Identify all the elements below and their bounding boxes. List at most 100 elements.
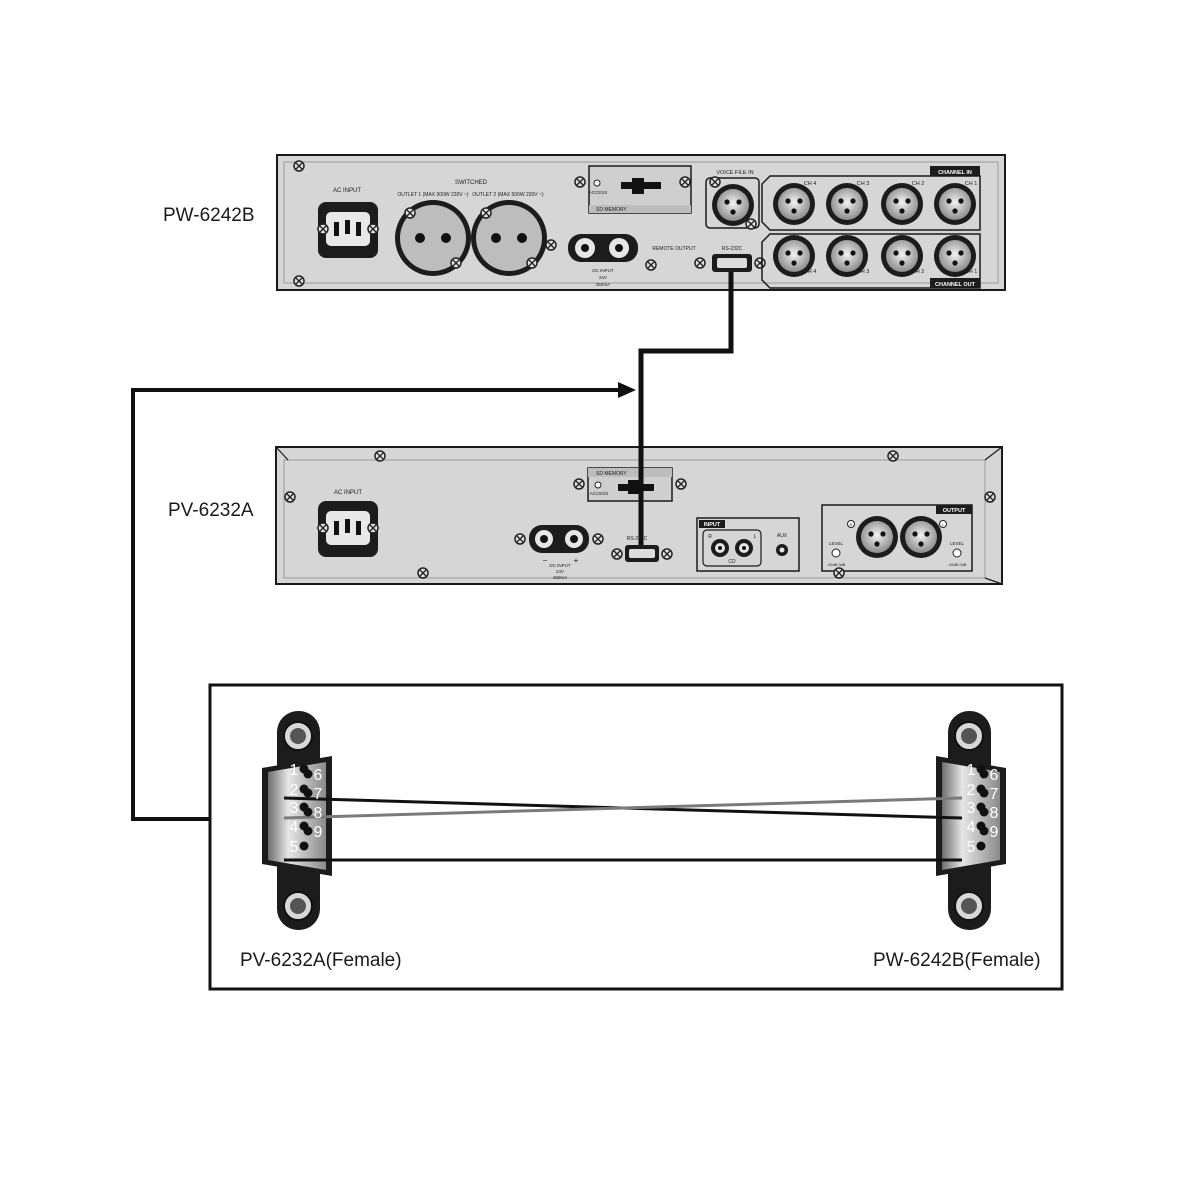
- pw-channel-in-label: CH 2: [912, 181, 925, 187]
- pw6242b-panel: AC INPUT SWITCHED OUTLET 1 (MAX 500W 220…: [276, 154, 1006, 291]
- pw-ac-input-label: AC INPUT: [333, 188, 361, 194]
- pv-input-aux-label: AUX: [777, 533, 788, 539]
- pw-dc-current-label: 350mA: [596, 282, 610, 287]
- pv-input-l-label: L: [754, 534, 757, 540]
- db9-pin: [303, 788, 313, 798]
- pw-outlet2-label: OUTLET 2 (MAX 500W 220V ~): [472, 192, 544, 198]
- pw-channel-in-label: CHANNEL IN: [938, 170, 972, 176]
- pw-sd-memory-slot: ACCESS SD MEMORY: [588, 165, 692, 214]
- left-db9-connector: [262, 711, 332, 930]
- db9-pin-number: 7: [314, 786, 323, 803]
- pw-voice-file-in-label: VOICE FILE IN: [716, 170, 753, 176]
- pw-dc-input-jacks: [568, 234, 638, 262]
- db9-pin: [303, 826, 313, 836]
- pv-dc-input-jacks: [529, 525, 589, 553]
- db9-pin: [979, 807, 989, 817]
- pv-output-label: OUTPUT: [943, 508, 966, 514]
- null-modem-wires: [283, 796, 963, 862]
- db9-pin-number: 1: [290, 762, 299, 779]
- pv-level-right-label: LEVEL: [950, 541, 965, 546]
- db9-pin-number: 3: [967, 800, 976, 817]
- db9-pin: [303, 769, 313, 779]
- db9-pin: [303, 807, 313, 817]
- pv-input-r-label: R: [708, 534, 712, 540]
- pw-channel-in-xlr: [934, 183, 976, 225]
- right-db9-connector: [936, 711, 1006, 930]
- db9-pin-number: 6: [990, 767, 999, 784]
- db9-pin-number: 1: [967, 762, 976, 779]
- pw-dc-input-label: DC INPUT: [592, 268, 614, 273]
- wiring-detail-box: [208, 683, 1064, 991]
- db9-pin-number: 5: [290, 839, 299, 856]
- pw-rs232c-port: [694, 254, 766, 272]
- pv-level-left-range: -10dB 0dB: [827, 562, 846, 567]
- db9-pin-number: 8: [314, 805, 323, 822]
- pv-input-label: INPUT: [704, 522, 721, 528]
- pw-channel-in-label: CH 1: [965, 181, 978, 187]
- pw-channel-in-xlr: [773, 183, 815, 225]
- pw-channel-in-label: CH 3: [857, 181, 870, 187]
- pw-channel-out-label: CHANNEL OUT: [935, 282, 976, 288]
- pw-channel-out-label: CH 3: [857, 269, 870, 275]
- left-connector-label: PV-6232A(Female): [240, 950, 402, 971]
- pw-channel-out-label: CH 4: [804, 269, 817, 275]
- pw-rs232c-label: RS-232C: [722, 246, 743, 252]
- db9-pin-number: 4: [290, 819, 299, 836]
- pw-channel-out-label: CH 1: [965, 269, 978, 275]
- db9-pin-number: 9: [314, 824, 323, 841]
- db9-pin-number: 2: [967, 782, 976, 799]
- db9-pin-number: 9: [990, 824, 999, 841]
- pw-ac-input-socket: [317, 202, 379, 258]
- pv-dc-input-label: DC INPUT: [549, 563, 571, 568]
- db9-pin: [976, 841, 986, 851]
- db9-pin-number: 2: [290, 782, 299, 799]
- db9-pin: [979, 769, 989, 779]
- rs232-cable-route: [131, 272, 734, 821]
- pv-dc-minus-label: −: [543, 556, 548, 565]
- db9-pin-number: 6: [314, 767, 323, 784]
- pv-ac-input-label: AC INPUT: [334, 490, 362, 496]
- pw-channel-connectors: CH 4CH 4CH 3CH 3CH 2CH 2CH 1CH 1: [773, 181, 977, 277]
- db9-pin: [979, 788, 989, 798]
- pv-dc-plus-label: +: [574, 556, 579, 565]
- db9-pin-number: 4: [967, 819, 976, 836]
- pv-output-section: OUTPUT R L LEVEL -10dB 0dB LEVEL -10dB 0…: [821, 504, 973, 572]
- pv-level-right-range: -10dB 0dB: [948, 562, 967, 567]
- pv-sd-memory-slot: SD MEMORY ACCESS: [587, 467, 673, 502]
- pw-channel-in-label: CH 4: [804, 181, 817, 187]
- pv-output-xlr-l: [900, 516, 942, 558]
- pv-input-cd-label: CD: [728, 559, 736, 565]
- pw-channel-in-xlr: [826, 183, 868, 225]
- db9-pin: [979, 826, 989, 836]
- pw-sd-memory-label: SD MEMORY: [596, 207, 627, 213]
- pw-switched-label: SWITCHED: [455, 180, 488, 186]
- right-connector-label: PW-6242B(Female): [873, 950, 1041, 971]
- arrowhead-icon: [618, 382, 636, 398]
- pv-output-xlr-r: [856, 516, 898, 558]
- pv6232a-model-label: PV-6232A: [168, 500, 254, 521]
- pv-input-section: INPUT R L CD AUX: [696, 517, 800, 572]
- pw-remote-output-label: REMOTE OUTPUT: [652, 246, 695, 252]
- pw-dc-volt-label: 24V: [599, 275, 607, 280]
- db9-pin-number: 5: [967, 839, 976, 856]
- pv-access-label: ACCESS: [590, 491, 609, 496]
- pw-access-label: ACCESS: [589, 190, 608, 195]
- pw-channel-in-xlr: [881, 183, 923, 225]
- pw-outlet-2: [471, 200, 547, 276]
- pv-sd-memory-label: SD MEMORY: [596, 471, 627, 477]
- pv-rs232c-label: RS-232C: [627, 536, 648, 542]
- db9-pin-number: 7: [990, 786, 999, 803]
- pw-channel-group: CHANNEL IN CHANNEL OUT: [761, 166, 981, 289]
- pw-outlet-1: [395, 200, 471, 276]
- pv-dc-current-label: 250mA: [553, 575, 567, 580]
- pv-level-left-label: LEVEL: [829, 541, 844, 546]
- db9-pin-number: 8: [990, 805, 999, 822]
- pv-rs232c-port: [611, 545, 673, 562]
- pw6242b-model-label: PW-6242B: [163, 205, 255, 226]
- pv-ac-input-socket: [317, 501, 379, 557]
- pv-output-r-label: R: [850, 522, 853, 527]
